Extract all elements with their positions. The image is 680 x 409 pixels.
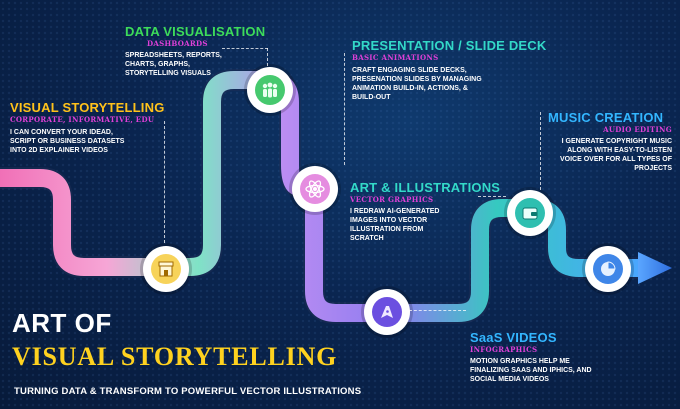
node-saas-videos — [364, 289, 410, 335]
node-art-illustrations — [292, 166, 338, 212]
saas-videos-heading: SaaS VIDEOS — [470, 330, 557, 345]
music-creation-subheading: AUDIO EDITING — [603, 125, 672, 134]
leader-data-visualisation-v — [267, 48, 268, 66]
pie-chart-icon — [593, 254, 623, 284]
storefront-icon — [151, 254, 181, 284]
section-saas-videos: SaaS VIDEOS INFOGRAPHICS MOTION GRAPHICS… — [470, 330, 592, 384]
atom-icon — [300, 174, 330, 204]
section-art-illustrations: ART & ILLUSTRATIONS VECTOR GRAPHICS I RE… — [350, 180, 500, 243]
presentation-body: CRAFT ENGAGING SLIDE DECKS, PRESENATION … — [352, 67, 482, 101]
leader-art — [478, 196, 506, 197]
saas-videos-subheading: INFOGRAPHICS — [470, 345, 538, 354]
art-illustrations-body: I REDRAW AI-GENERATED IMAGES INTO VECTOR… — [350, 208, 440, 242]
pen-nib-icon — [372, 297, 402, 327]
node-presentation — [507, 190, 553, 236]
main-title-line2: VISUAL STORYTELLING — [12, 342, 338, 371]
leader-presentation — [344, 53, 345, 165]
section-music-creation: MUSIC CREATION AUDIO EDITING I GENERATE … — [548, 110, 672, 173]
visual-storytelling-subheading: CORPORATE, INFORMATIVE, EDU — [10, 115, 155, 124]
leader-visual-storytelling — [164, 121, 165, 243]
presentation-heading: PRESENTATION / SLIDE DECK — [352, 38, 547, 53]
section-data-visualisation: DATA VISUALISATION DASHBOARDS SPREADSHEE… — [125, 24, 265, 78]
leader-music — [540, 112, 541, 190]
leader-saas — [404, 310, 466, 311]
presentation-subheading: BASIC ANIMATIONS — [352, 53, 439, 62]
section-visual-storytelling: VISUAL STORYTELLING CORPORATE, INFORMATI… — [10, 100, 165, 155]
path-arrow-head — [638, 252, 672, 284]
section-presentation: PRESENTATION / SLIDE DECK BASIC ANIMATIO… — [352, 38, 546, 102]
leader-data-visualisation-h — [222, 48, 268, 49]
visual-storytelling-heading: VISUAL STORYTELLING — [10, 100, 165, 115]
wallet-icon — [515, 198, 545, 228]
visual-storytelling-body: I CAN CONVERT YOUR IDEAD, SCRIPT OR BUSI… — [10, 129, 125, 154]
saas-videos-body: MOTION GRAPHICS HELP ME FINALIZING SAAS … — [470, 358, 592, 383]
music-creation-body: I GENERATE COPYRIGHT MUSIC ALONG WITH EA… — [559, 138, 672, 172]
tagline: TURNING DATA & TRANSFORM TO POWERFUL VEC… — [14, 386, 362, 397]
music-creation-heading: MUSIC CREATION — [548, 110, 664, 125]
node-visual-storytelling — [143, 246, 189, 292]
data-visualisation-subheading: DASHBOARDS — [147, 39, 208, 48]
data-visualisation-body: SPREADSHEETS, REPORTS, CHARTS, GRAPHS, S… — [125, 52, 222, 77]
art-illustrations-heading: ART & ILLUSTRATIONS — [350, 180, 501, 195]
node-music-creation — [585, 246, 631, 292]
art-illustrations-subheading: VECTOR GRAPHICS — [350, 195, 434, 204]
data-visualisation-heading: DATA VISUALISATION — [125, 24, 266, 39]
node-data-visualisation — [247, 67, 293, 113]
team-icon — [255, 75, 285, 105]
main-title-line1: ART OF — [12, 308, 112, 338]
